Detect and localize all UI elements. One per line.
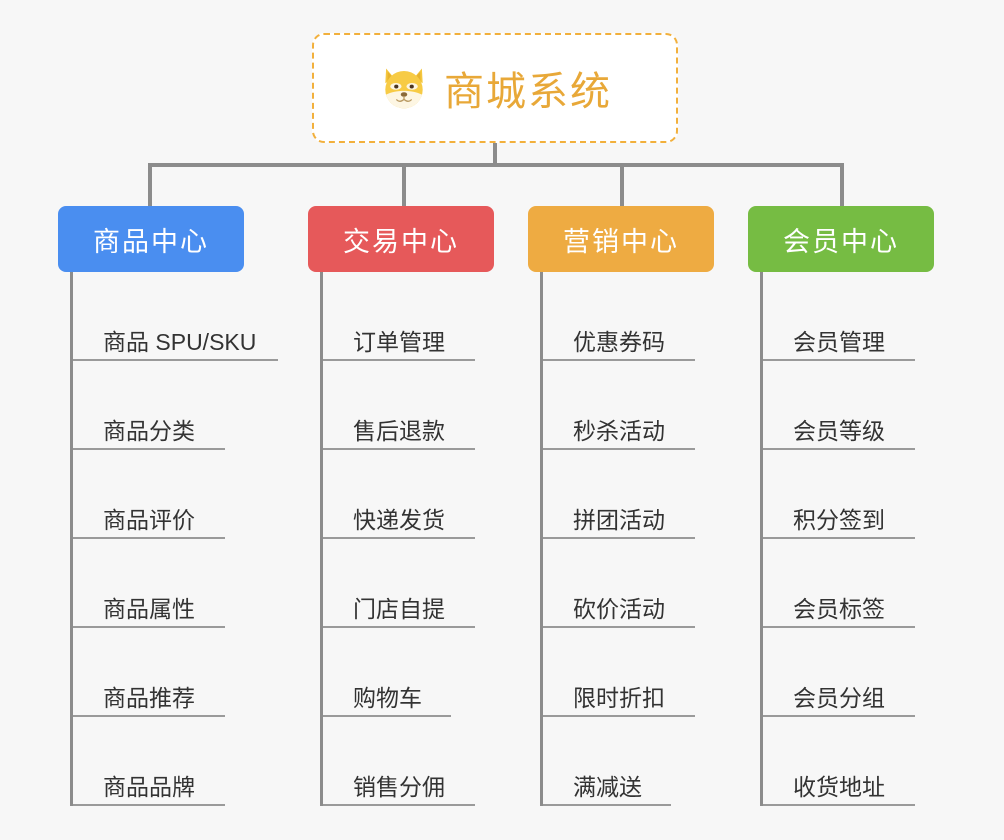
- leaf-item[interactable]: 商品推荐: [73, 628, 244, 717]
- shiba-dog-face-icon: [378, 62, 430, 114]
- leaf-item[interactable]: 砍价活动: [543, 539, 714, 628]
- leaf-label: 商品 SPU/SKU: [103, 328, 257, 355]
- leaf-list-product-center: 商品 SPU/SKU 商品分类 商品评价 商品属性 商品推荐 商品品牌: [70, 272, 278, 806]
- leaf-item[interactable]: 会员分组: [763, 628, 934, 717]
- leaf-item[interactable]: 会员等级: [763, 361, 934, 450]
- leaf-rule: [73, 448, 225, 450]
- connector-drop-1: [148, 163, 152, 206]
- leaf-label: 商品评价: [103, 506, 195, 533]
- column-product-center: 商品中心 商品 SPU/SKU 商品分类 商品评价 商品属性 商品推荐: [58, 206, 278, 806]
- leaf-item[interactable]: 拼团活动: [543, 450, 714, 539]
- leaf-label: 秒杀活动: [573, 417, 665, 444]
- leaf-rule: [763, 626, 915, 628]
- leaf-rule: [543, 359, 695, 361]
- connector-root-stem: [493, 143, 497, 166]
- leaf-item[interactable]: 秒杀活动: [543, 361, 714, 450]
- column-header-marketing-center[interactable]: 营销中心: [528, 206, 714, 272]
- leaf-list-trade-center: 订单管理 售后退款 快递发货 门店自提 购物车 销售分佣: [320, 272, 494, 806]
- leaf-label: 会员标签: [793, 595, 885, 622]
- leaf-item[interactable]: 快递发货: [323, 450, 494, 539]
- leaf-item[interactable]: 商品品牌: [73, 717, 244, 806]
- leaf-label: 拼团活动: [573, 506, 665, 533]
- leaf-rule: [763, 359, 915, 361]
- leaf-label: 满减送: [573, 773, 642, 800]
- leaf-label: 商品分类: [103, 417, 195, 444]
- connector-horizontal-bus: [148, 163, 842, 167]
- leaf-rule: [323, 537, 475, 539]
- leaf-item[interactable]: 限时折扣: [543, 628, 714, 717]
- leaf-label: 积分签到: [793, 506, 885, 533]
- root-node[interactable]: 商城系统: [312, 33, 678, 143]
- leaf-label: 会员等级: [793, 417, 885, 444]
- leaf-rule: [73, 715, 225, 717]
- leaf-list-marketing-center: 优惠券码 秒杀活动 拼团活动 砍价活动 限时折扣 满减送: [540, 272, 714, 806]
- leaf-label: 会员分组: [793, 684, 885, 711]
- leaf-label: 砍价活动: [573, 595, 665, 622]
- root-title: 商城系统: [444, 70, 612, 114]
- leaf-label: 会员管理: [793, 328, 885, 355]
- leaf-label: 优惠券码: [573, 328, 665, 355]
- leaf-rule: [543, 537, 695, 539]
- leaf-rule: [73, 626, 225, 628]
- leaf-item[interactable]: 门店自提: [323, 539, 494, 628]
- leaf-rule: [73, 804, 225, 806]
- leaf-rule: [763, 804, 915, 806]
- leaf-rule: [543, 804, 671, 806]
- leaf-item[interactable]: 商品 SPU/SKU: [73, 272, 278, 361]
- leaf-item[interactable]: 优惠券码: [543, 272, 714, 361]
- leaf-item[interactable]: 商品评价: [73, 450, 244, 539]
- column-member-center: 会员中心 会员管理 会员等级 积分签到 会员标签 会员分组: [748, 206, 934, 806]
- leaf-rule: [763, 715, 915, 717]
- leaf-rule: [763, 537, 915, 539]
- leaf-item[interactable]: 购物车: [323, 628, 494, 717]
- leaf-label: 销售分佣: [353, 773, 445, 800]
- leaf-rule: [323, 448, 475, 450]
- leaf-item[interactable]: 收货地址: [763, 717, 934, 806]
- leaf-label: 门店自提: [353, 595, 445, 622]
- leaf-rule: [543, 715, 695, 717]
- column-header-product-center[interactable]: 商品中心: [58, 206, 244, 272]
- leaf-label: 商品品牌: [103, 773, 195, 800]
- leaf-item[interactable]: 满减送: [543, 717, 714, 806]
- connector-drop-3: [620, 163, 624, 206]
- leaf-label: 快递发货: [353, 506, 445, 533]
- leaf-item[interactable]: 商品分类: [73, 361, 244, 450]
- leaf-label: 限时折扣: [573, 684, 665, 711]
- leaf-label: 订单管理: [353, 328, 445, 355]
- connector-drop-4: [840, 163, 844, 206]
- leaf-rule: [323, 359, 475, 361]
- leaf-item[interactable]: 积分签到: [763, 450, 934, 539]
- leaf-label: 商品推荐: [103, 684, 195, 711]
- leaf-label: 收货地址: [793, 773, 885, 800]
- leaf-item[interactable]: 订单管理: [323, 272, 494, 361]
- column-header-member-center[interactable]: 会员中心: [748, 206, 934, 272]
- leaf-item[interactable]: 会员管理: [763, 272, 934, 361]
- leaf-rule: [323, 626, 475, 628]
- connector-drop-2: [402, 163, 406, 206]
- leaf-rule: [543, 448, 695, 450]
- leaf-item[interactable]: 售后退款: [323, 361, 494, 450]
- leaf-item[interactable]: 销售分佣: [323, 717, 494, 806]
- leaf-rule: [323, 715, 451, 717]
- leaf-rule: [763, 448, 915, 450]
- leaf-item[interactable]: 商品属性: [73, 539, 244, 628]
- leaf-rule: [73, 537, 225, 539]
- leaf-label: 售后退款: [353, 417, 445, 444]
- leaf-item[interactable]: 会员标签: [763, 539, 934, 628]
- leaf-list-member-center: 会员管理 会员等级 积分签到 会员标签 会员分组 收货地址: [760, 272, 934, 806]
- leaf-label: 购物车: [353, 684, 422, 711]
- leaf-rule: [323, 804, 475, 806]
- leaf-rule: [73, 359, 278, 361]
- leaf-rule: [543, 626, 695, 628]
- column-marketing-center: 营销中心 优惠券码 秒杀活动 拼团活动 砍价活动 限时折扣: [528, 206, 714, 806]
- leaf-label: 商品属性: [103, 595, 195, 622]
- column-trade-center: 交易中心 订单管理 售后退款 快递发货 门店自提 购物车: [308, 206, 494, 806]
- column-header-trade-center[interactable]: 交易中心: [308, 206, 494, 272]
